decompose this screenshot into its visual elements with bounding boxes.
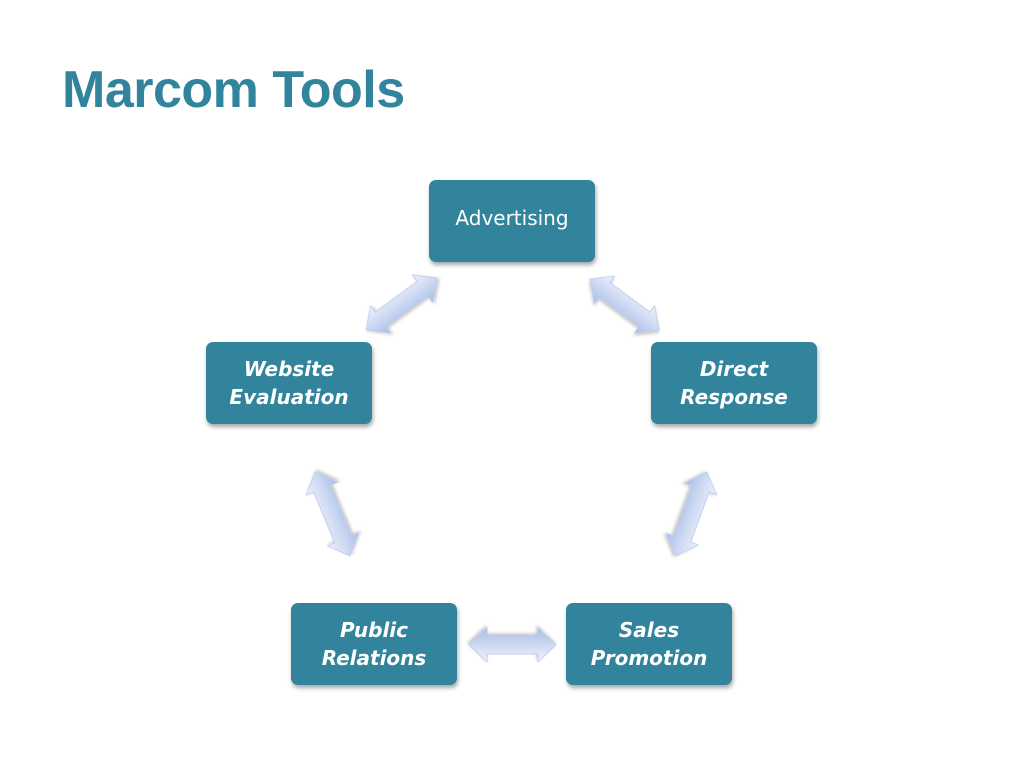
node-sales-promotion[interactable]: Sales Promotion [566,603,732,685]
arrow-website-evaluation-advertising [365,274,438,334]
arrow-public-relations-website-evaluation [305,471,360,557]
page-title: Marcom Tools [62,61,405,119]
arrow-advertising-direct-response [589,275,660,334]
arrow-sales-promotion-public-relations [468,627,557,663]
node-advertising[interactable]: Advertising [429,180,595,262]
node-direct-response[interactable]: Direct Response [651,342,817,424]
arrow-direct-response-sales-promotion [665,471,718,557]
node-website-evaluation[interactable]: Website Evaluation [206,342,372,424]
node-public-relations[interactable]: Public Relations [291,603,457,685]
